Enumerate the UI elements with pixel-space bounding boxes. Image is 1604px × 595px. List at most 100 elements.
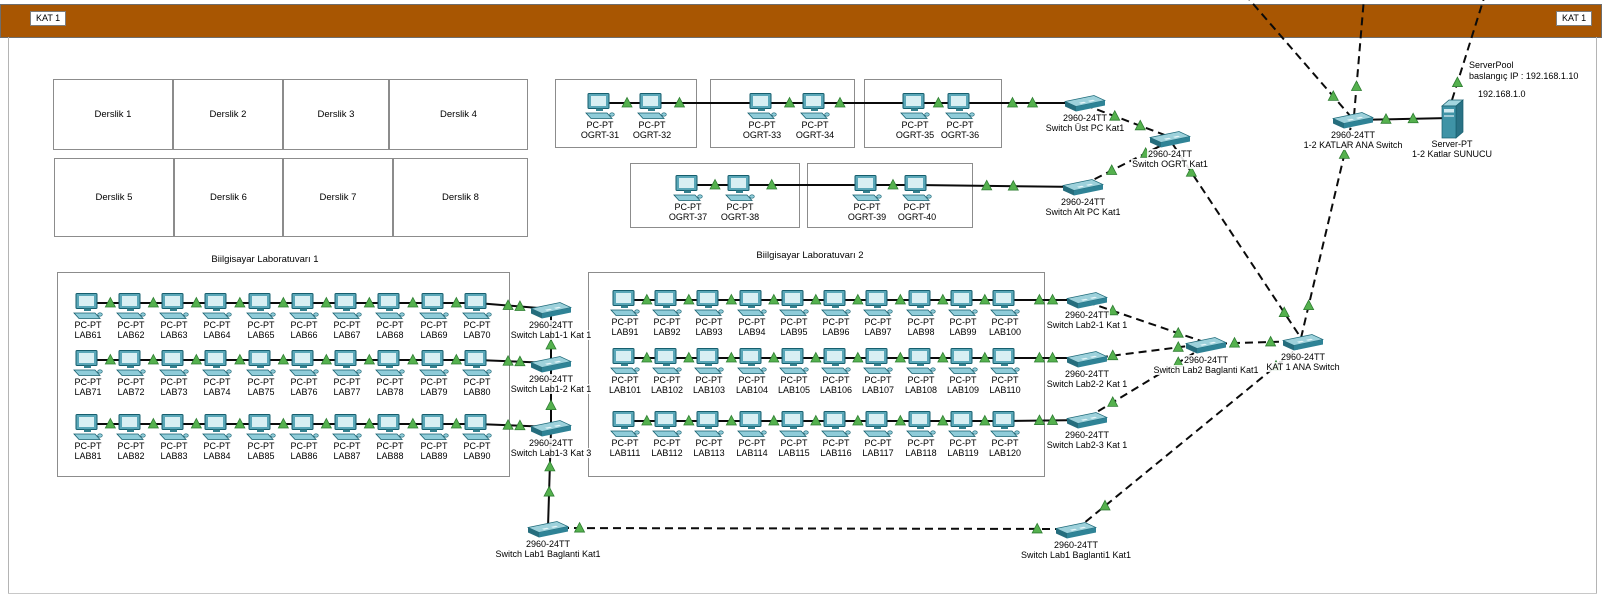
cable-crossover[interactable] — [1300, 121, 1353, 339]
cable-crossover[interactable] — [1086, 346, 1205, 419]
cable-crossover[interactable] — [1082, 140, 1171, 186]
cable-straight[interactable] — [916, 184, 1084, 188]
cable-crossover[interactable] — [1171, 142, 1302, 339]
device-model-label: PC-PT — [737, 438, 767, 448]
cable-crossover[interactable] — [1084, 104, 1171, 138]
device-name-label: LAB118 — [904, 448, 938, 458]
floor-divider-bar — [0, 4, 1602, 38]
device-name-label: OGRT-34 — [794, 130, 836, 140]
cable-crossover[interactable] — [1086, 301, 1205, 343]
cable-crossover[interactable] — [1353, 0, 1365, 117]
cable-crossover[interactable] — [547, 527, 1075, 530]
switch-icon — [1184, 336, 1228, 355]
cable-crossover[interactable] — [1077, 343, 1304, 529]
